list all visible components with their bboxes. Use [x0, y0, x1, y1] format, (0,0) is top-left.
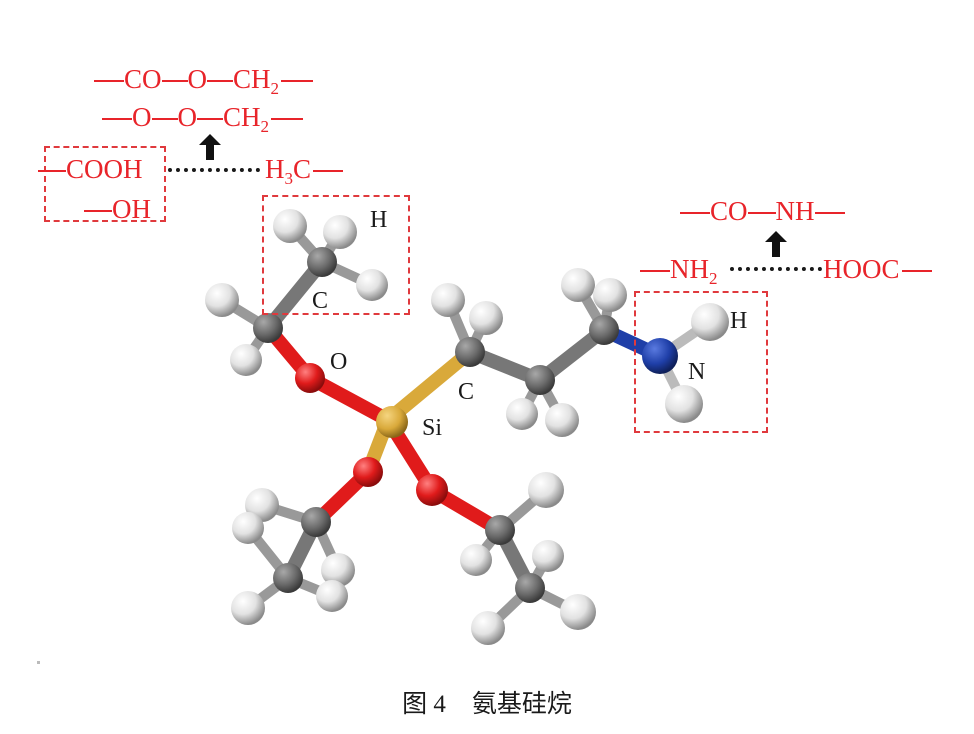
atom-label-hydrogen-top: H: [370, 207, 388, 233]
figure-caption: 图 4 氨基硅烷: [0, 684, 974, 720]
highlight-box-methyl-group: [262, 195, 410, 315]
atom-label-hydrogen-right: H: [730, 308, 748, 334]
carboxyl-partner-label: HOOC: [823, 256, 932, 283]
atom-label-carbon-mid: C: [458, 379, 475, 405]
carboxyl-group-label: COOH: [38, 156, 143, 183]
hydroxyl-group-label: OH: [84, 196, 151, 223]
amine-group-label: NH2: [640, 256, 718, 287]
interaction-dotted-line-right: [730, 267, 822, 271]
reaction-arrow-up-icon: [199, 134, 221, 160]
methyl-partner-label: H3C: [265, 156, 344, 187]
figure-number: 图 4: [402, 691, 446, 718]
highlight-box-amino-group: [634, 291, 768, 433]
highlight-box-acid-hydroxyl: [44, 146, 166, 222]
atom-label-carbon-top: C: [312, 288, 329, 314]
atom-label-silicon: Si: [422, 415, 443, 441]
interaction-dotted-line-left: [168, 168, 260, 172]
atom-label-nitrogen: N: [688, 359, 706, 385]
figure-title: 氨基硅烷: [471, 691, 572, 718]
reaction-arrow-up-icon: [765, 231, 787, 257]
atom-label-oxygen: O: [330, 349, 348, 375]
